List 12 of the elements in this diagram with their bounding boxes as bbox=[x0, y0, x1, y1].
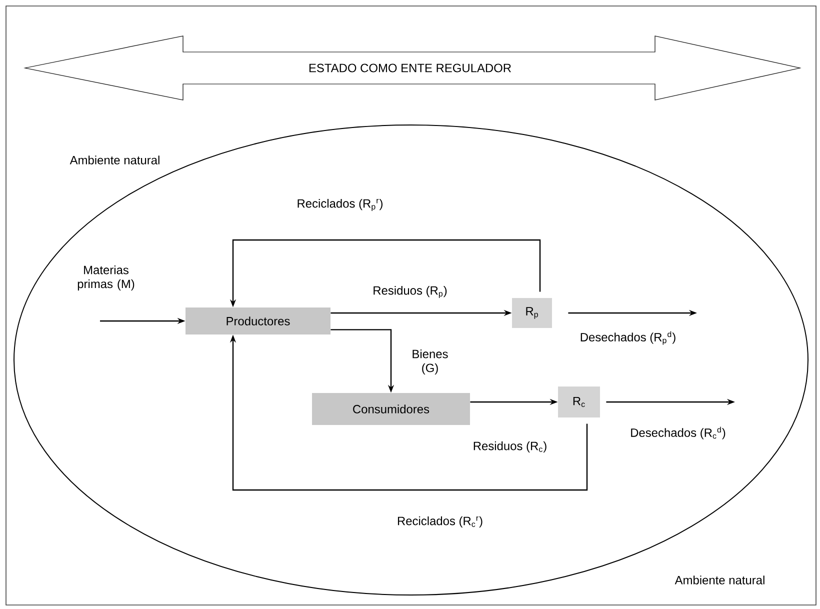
process-box: Consumidores bbox=[312, 393, 470, 425]
edge-label: Bienes (G) bbox=[405, 348, 455, 376]
edge-label: Desechados (R$_{p}$$^{d}$) bbox=[578, 330, 678, 346]
edge-label: Residuos (R$_{p}$) bbox=[372, 284, 448, 300]
edge-label: Residuos (R$_{c}$) bbox=[472, 440, 548, 454]
process-box: R$_{c}$ bbox=[558, 386, 600, 418]
edge-label: Materias primas (M) bbox=[74, 264, 138, 292]
edge-label: Reciclados (R$_{c}$$^{r}$) bbox=[396, 515, 484, 529]
process-box: R$_{p}$ bbox=[512, 298, 552, 328]
edge-label: Desechados (R$_{c}$$^{d}$) bbox=[629, 426, 727, 440]
edge-label: Reciclados (R$_{p}$$^{r}$) bbox=[296, 198, 384, 212]
process-box: Productores bbox=[186, 308, 330, 334]
